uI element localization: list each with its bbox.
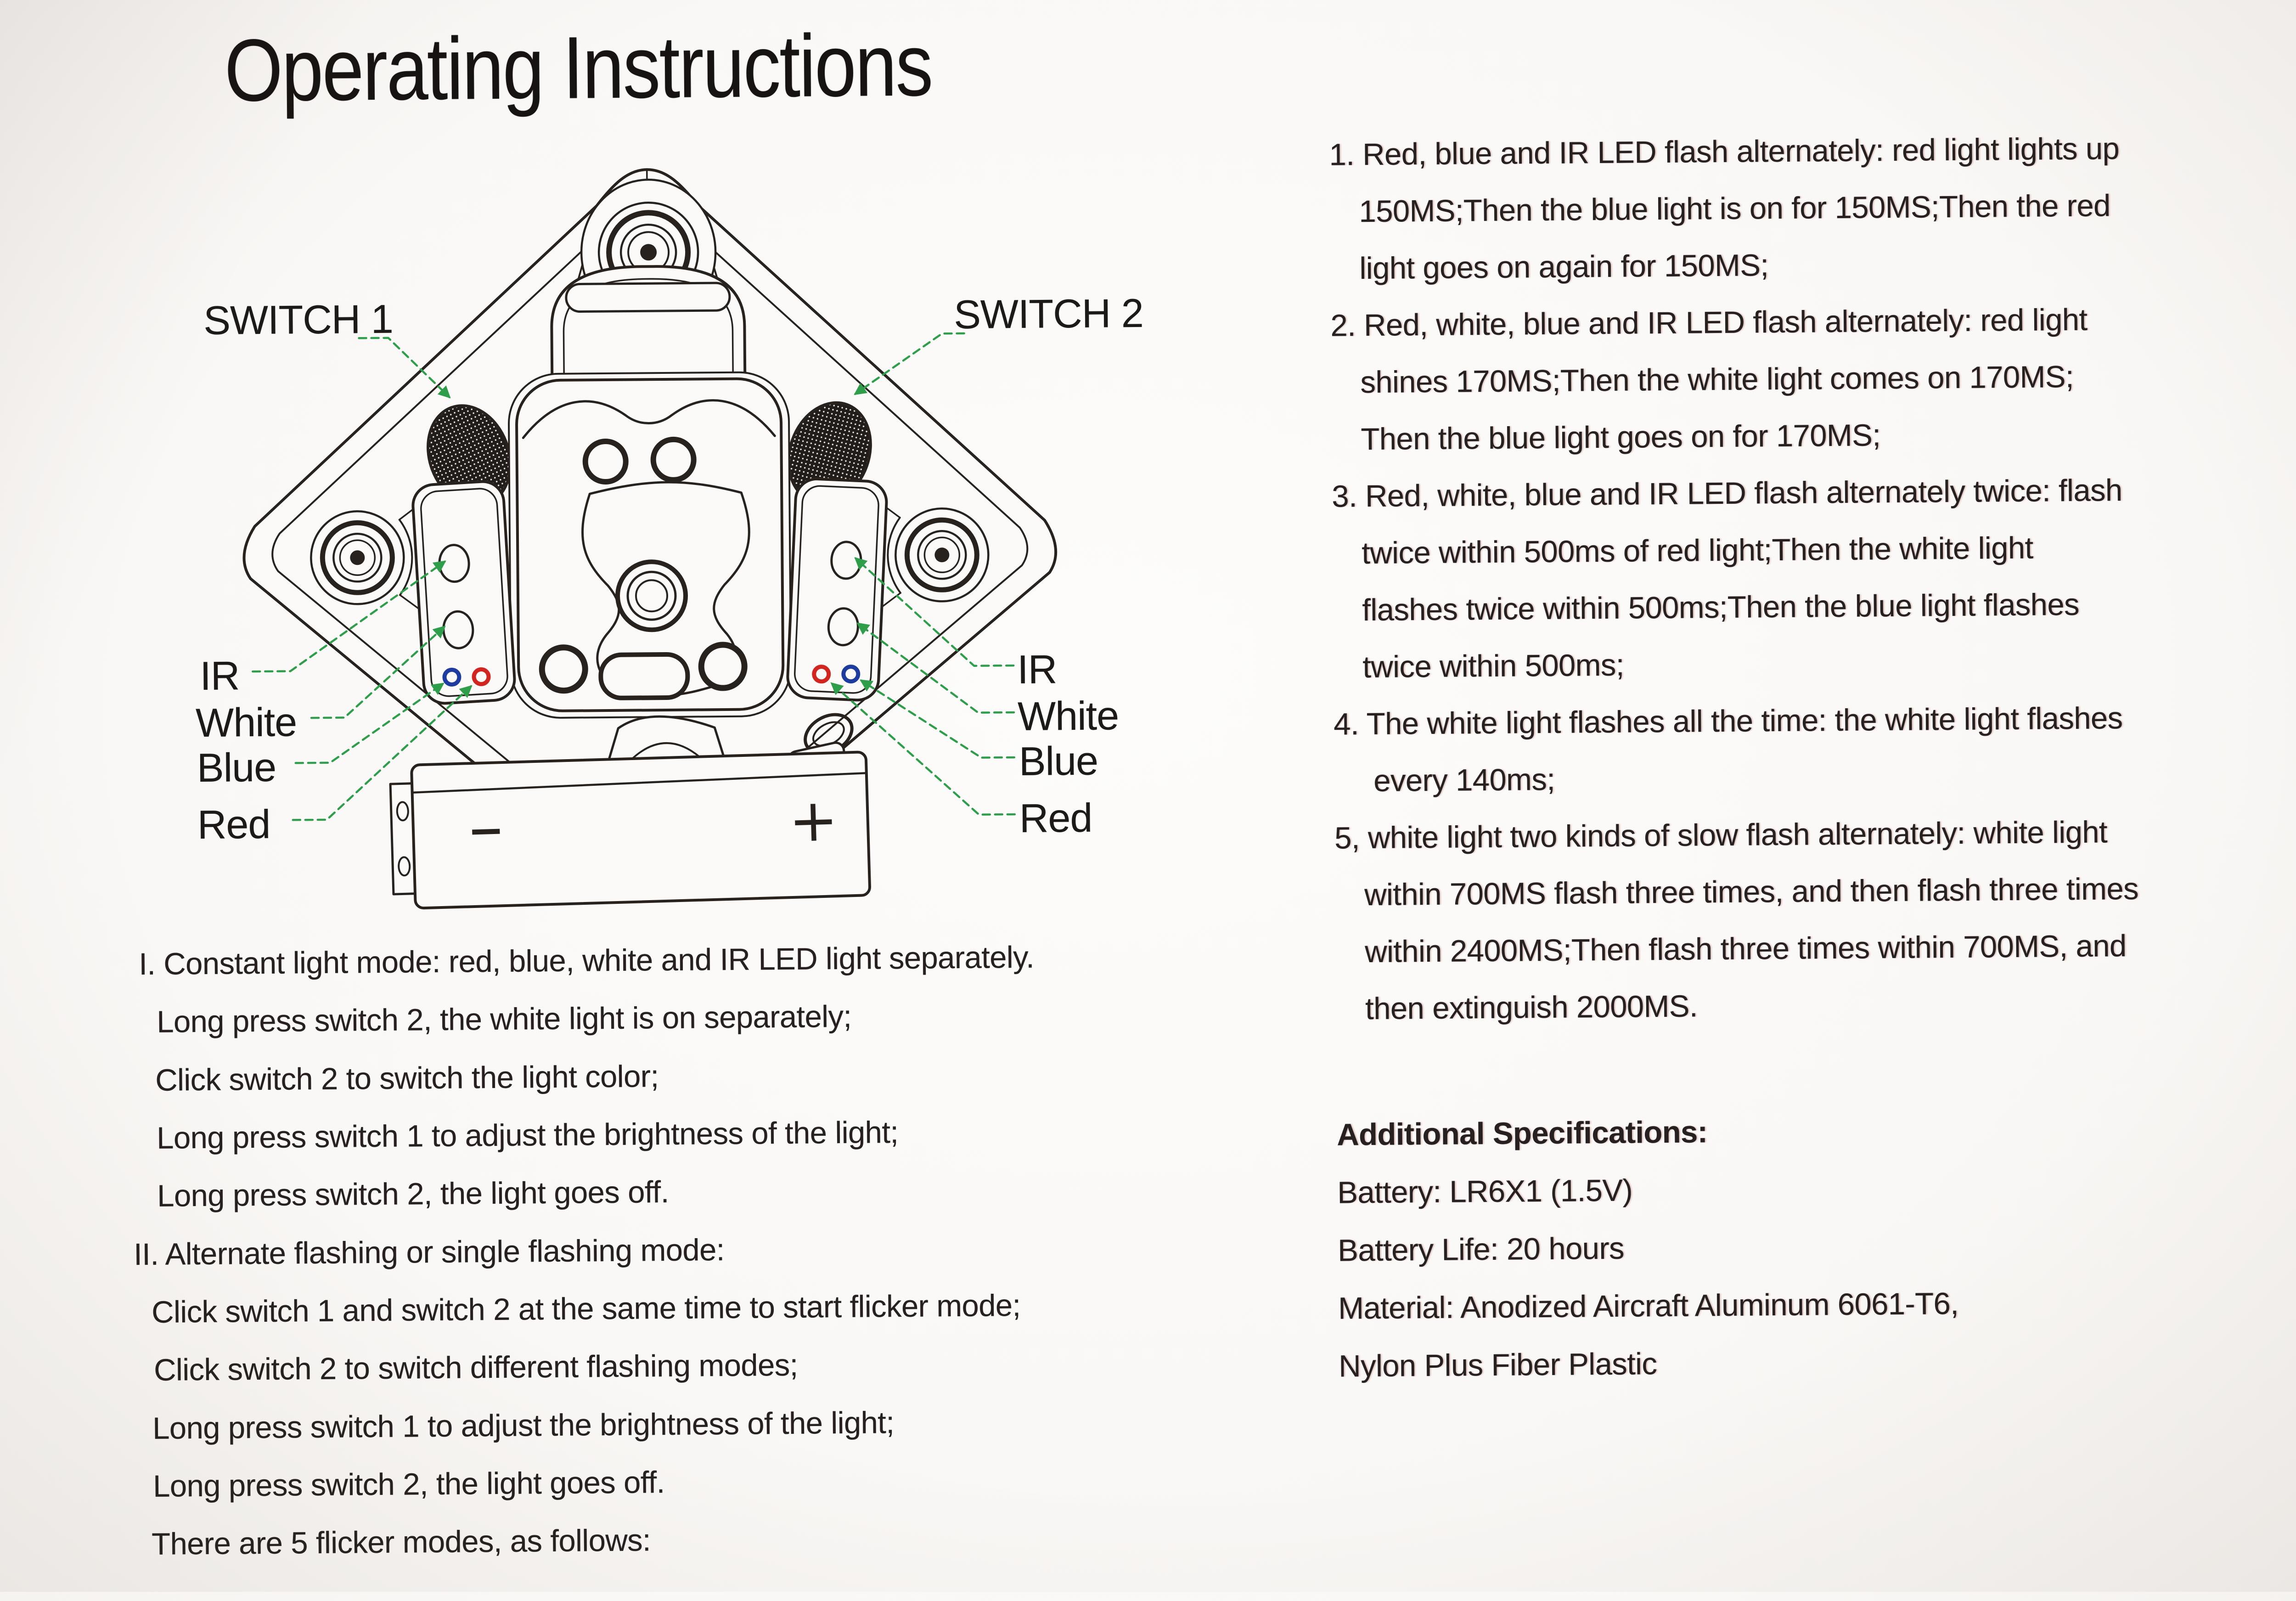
battery-minus-symbol: − [467,804,505,857]
spec-line: Battery Life: 20 hours [1337,1231,1625,1268]
right-label-blue: Blue [1019,738,1098,784]
right-red-led-ring [812,665,831,684]
instruction-line: Click switch 2 to switch different flash… [153,1347,798,1387]
list-item-line: 5, white light two kinds of slow flash a… [1334,815,2108,856]
left-corner-screw [310,510,405,605]
list-item-line: within 2400MS;Then flash three times wit… [1364,929,2127,970]
list-item-line: twice within 500ms; [1362,648,1625,685]
instruction-line: Long press switch 1 to adjust the bright… [156,1115,899,1156]
page-title: Operating Instructions [224,15,933,120]
left-red-leader [292,685,473,821]
right-blue-led-ring [841,665,861,684]
specs-heading: Additional Specifications: [1336,1115,1708,1152]
instruction-line: Long press switch 2, the light goes off. [152,1465,665,1504]
right-led-panel [786,477,888,702]
spec-line: Nylon Plus Fiber Plastic [1338,1347,1657,1384]
list-item-line: 1. Red, blue and IR LED flash alternatel… [1329,131,2120,172]
instruction-line: Click switch 1 and switch 2 at the same … [151,1288,1021,1330]
right-white-leader [856,622,1015,714]
list-item-line: 2. Red, white, blue and IR LED flash alt… [1330,302,2088,343]
instruction-line: II. Alternate flashing or single flashin… [133,1233,725,1272]
list-item-line: then extinguish 2000MS. [1365,989,1698,1026]
spec-line: Battery: LR6X1 (1.5V) [1337,1173,1633,1210]
spec-line: Material: Anodized Aircraft Aluminum 606… [1338,1286,1959,1326]
bottom-tongue [607,715,726,763]
list-item-line: 3. Red, white, blue and IR LED flash alt… [1332,473,2122,514]
left-label-red: Red [197,801,270,848]
right-label-ir: IR [1017,646,1057,693]
switch2-leader [854,332,965,395]
battery-compartment: − + [389,750,871,910]
left-label-white: White [195,699,297,746]
left-red-led-ring [472,667,491,687]
instruction-line: Click switch 2 to switch the light color… [155,1059,659,1098]
instruction-line: Long press switch 2, the white light is … [156,999,852,1039]
left-ir-leader [252,560,446,673]
device-diagram: − + [242,168,1058,910]
switch1-leader [358,337,451,399]
list-item-line: twice within 500ms of red light;Then the… [1362,530,2033,571]
list-item-line: shines 170MS;Then the white light comes … [1360,359,2074,400]
right-label-red: Red [1019,795,1092,841]
instruction-line: I. Constant light mode: red, blue, white… [138,940,1035,982]
left-label-blue: Blue [197,744,276,791]
instruction-line: There are 5 flicker modes, as follows: [151,1523,651,1562]
top-hump [550,265,747,382]
left-label-ir: IR [199,653,240,699]
list-item-line: flashes twice within 500ms;Then the blue… [1362,587,2080,628]
switch1-label: SWITCH 1 [203,296,394,343]
right-ir-leader [854,557,1015,667]
right-label-white: White [1017,693,1119,739]
left-blue-led-ring [442,667,461,687]
instruction-line: Long press switch 2, the light goes off. [157,1175,669,1213]
list-item-line: every 140ms; [1373,762,1555,798]
left-blue-leader [294,682,445,764]
list-item-line: Then the blue light goes on for 170MS; [1361,418,1881,457]
flicker-mode-list: 1. Red, blue and IR LED flash alternatel… [0,0,2296,1026]
left-white-leader [310,626,446,719]
list-item-line: 150MS;Then the blue light is on for 150M… [1359,188,2110,229]
right-red-leader [830,682,1016,816]
right-corner-screw [895,507,990,603]
instruction-line: Long press switch 1 to adjust the bright… [152,1405,895,1446]
list-item-line: light goes on again for 150MS; [1359,248,1769,286]
left-instructions: I. Constant light mode: red, blue, white… [0,0,2296,1562]
list-item-line: within 700MS flash three times, and then… [1364,871,2139,913]
left-led-panel [411,480,516,705]
right-blue-leader [860,679,1016,759]
battery-plus-symbol: + [788,786,839,856]
center-plate [508,371,792,719]
list-item-line: 4. The white light flashes all the time:… [1333,701,2123,742]
additional-specifications: Additional Specifications: Battery: LR6X… [0,0,2296,1383]
switch2-label: SWITCH 2 [953,290,1144,338]
leader-lines [252,332,1016,821]
